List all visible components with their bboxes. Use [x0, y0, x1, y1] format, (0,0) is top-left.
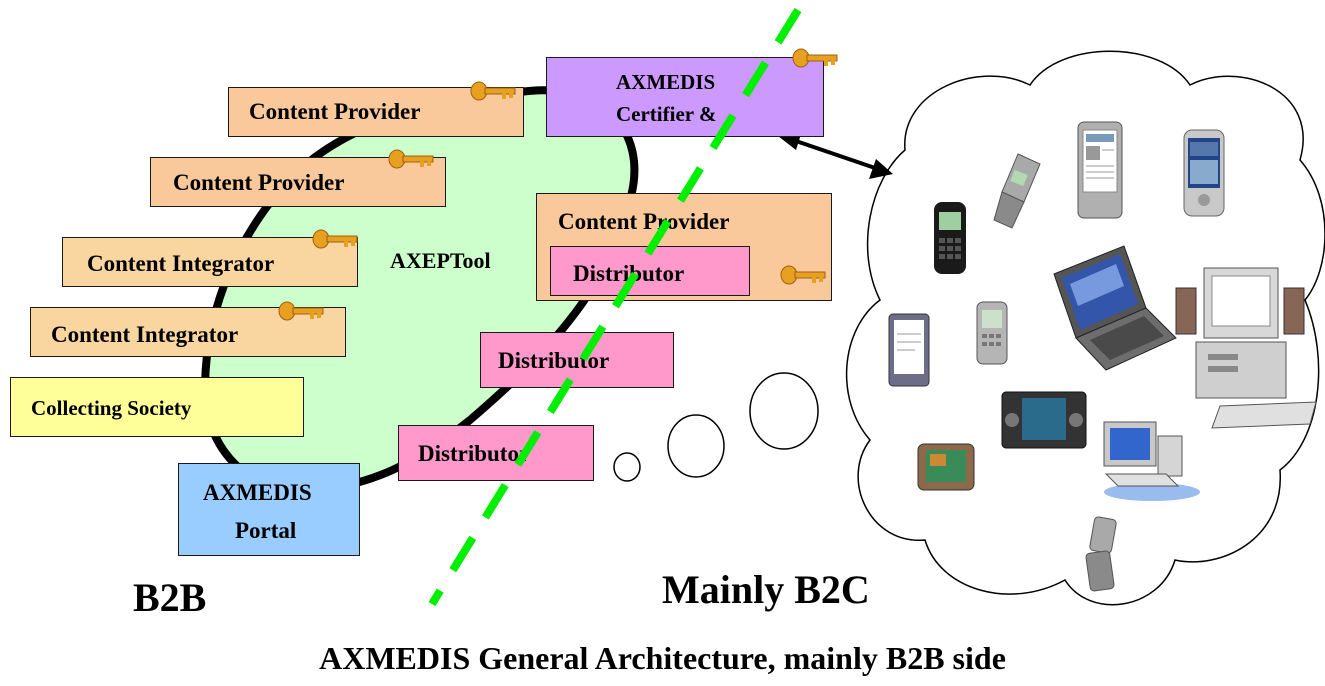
portal-label-line1: AXMEDIS — [203, 480, 312, 505]
axeptool-label: AXEPTool — [390, 248, 491, 273]
laptop-icon — [1053, 245, 1177, 371]
key-icon — [388, 149, 434, 169]
car-navigation-icon — [1001, 391, 1087, 449]
distributor-box-1: Distributor — [480, 332, 674, 388]
certifier-label-line1: AXMEDIS — [616, 70, 716, 94]
key-icon — [278, 301, 324, 321]
distributor-inner-label: Distributor — [573, 261, 685, 286]
key-icon — [780, 265, 826, 285]
thought-bubble-large — [749, 372, 819, 450]
arrowhead-right — [869, 159, 893, 179]
portal-label-line2: Portal — [235, 518, 297, 543]
pda-icon — [1183, 129, 1225, 217]
content-provider-group-label: Content Provider — [558, 209, 730, 234]
b2c-label: Mainly B2C — [662, 567, 870, 612]
mobile-phone-icon — [976, 301, 1008, 365]
content-provider-label-1: Content Provider — [249, 99, 421, 124]
key-icon — [470, 81, 516, 101]
flip-phone-icon — [993, 153, 1041, 229]
thought-bubble-small — [613, 452, 641, 482]
certifier-cloud-arrow — [795, 139, 876, 170]
key-icon — [312, 229, 358, 249]
distributor-label-2: Distributor — [418, 441, 530, 466]
mobile-phone-icon — [934, 202, 966, 274]
collecting-society-box: Collecting Society — [10, 377, 304, 437]
desktop-computer-icon — [1175, 267, 1317, 429]
content-integrator-label-1: Content Integrator — [87, 251, 275, 276]
content-provider-label-2: Content Provider — [173, 170, 345, 195]
key-icon — [792, 48, 838, 68]
axmedis-certifier-box: AXMEDIS Certifier & — [546, 57, 824, 137]
pda-icon — [888, 313, 930, 387]
flip-phone-icon — [1085, 516, 1117, 592]
distributor-label-1: Distributor — [498, 348, 610, 373]
b2b-label: B2B — [133, 575, 207, 620]
axmedis-portal-box: AXMEDIS Portal — [178, 463, 360, 556]
pda-icon — [1077, 121, 1123, 219]
distributor-inner-box: Distributor — [550, 246, 750, 296]
collecting-society-label: Collecting Society — [31, 396, 192, 420]
desktop-computer-icon — [1103, 421, 1200, 501]
thought-bubble-medium — [667, 414, 725, 478]
car-navigation-icon — [917, 443, 975, 491]
content-integrator-label-2: Content Integrator — [51, 322, 239, 347]
content-integrator-box-2: Content Integrator — [30, 307, 346, 357]
distributor-box-2: Distributor — [398, 425, 594, 481]
certifier-label-line2: Certifier & — [616, 102, 717, 126]
figure-caption: AXMEDIS General Architecture, mainly B2B… — [319, 640, 1006, 676]
content-integrator-box-1: Content Integrator — [62, 237, 358, 287]
